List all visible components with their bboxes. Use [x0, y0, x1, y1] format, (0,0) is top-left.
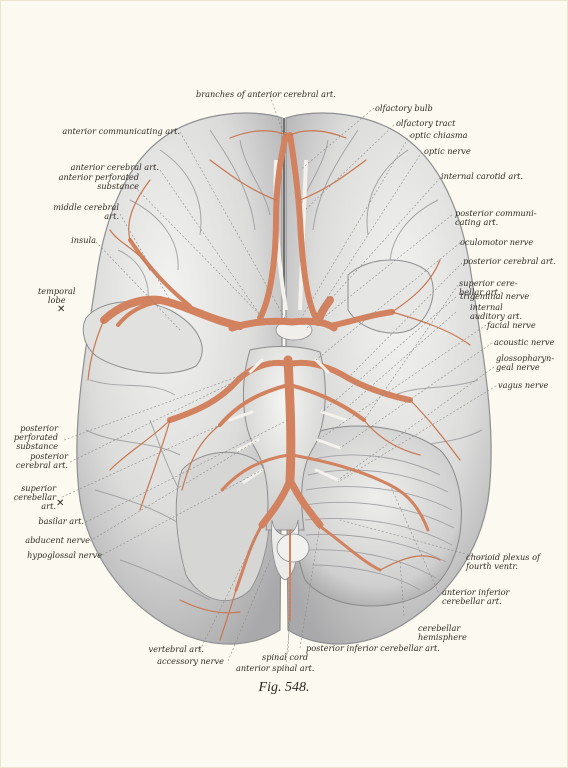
- label-spinal-cord: spinal cord: [262, 653, 308, 662]
- label-hypoglossal-nerve: hypoglossal nerve: [27, 551, 102, 560]
- leader-lines: [61, 95, 497, 667]
- label-olfactory-bulb: olfactory bulb: [375, 104, 433, 113]
- figure-caption: Fig. 548.: [258, 680, 310, 695]
- label-optic-nerve: optic nerve: [424, 147, 471, 156]
- label-accessory-nerve: accessory nerve: [157, 657, 224, 666]
- label-line: anterior cerebral art.: [70, 162, 159, 172]
- label-line: optic nerve: [424, 146, 471, 156]
- label-oculomotor-nerve: oculomotor nerve: [460, 238, 533, 247]
- label-line: bellar art.: [459, 287, 501, 297]
- label-glossopharyngeal-nerve: glossopharyn-geal nerve: [496, 354, 554, 372]
- label-line: posterior communi-: [455, 208, 537, 218]
- label-line: vagus nerve: [498, 380, 549, 390]
- label-line: temporal: [38, 286, 76, 296]
- arterial-branches: [87, 130, 471, 641]
- label-internal-carotid: internal carotid art.: [441, 172, 523, 181]
- arteries: [100, 132, 430, 621]
- label-branches-anterior-cerebral: branches of anterior cerebral art.: [196, 90, 336, 99]
- sulci: [85, 129, 483, 601]
- cranial-nerves: [228, 358, 348, 484]
- label-line: anterior inferior: [442, 587, 510, 597]
- label-line: olfactory tract: [396, 118, 456, 128]
- label-line: internal: [470, 302, 503, 312]
- label-line: fourth ventr.: [466, 561, 518, 571]
- label-line: cerebellar: [13, 492, 56, 502]
- cerebellum: [292, 425, 462, 607]
- label-line: auditory art.: [470, 311, 523, 321]
- label-line: posterior: [30, 451, 68, 461]
- right-temporal-pole: [347, 259, 434, 334]
- label-line: posterior inferior cerebellar art.: [306, 643, 440, 653]
- label-line: hypoglossal nerve: [27, 550, 102, 560]
- label-basilar: basilar art.: [38, 517, 84, 526]
- label-line: art.: [104, 211, 119, 221]
- label-trigeminal-nerve: trigeminal nerve: [460, 292, 529, 301]
- label-line: middle cerebral: [53, 202, 119, 212]
- label-line: acoustic nerve: [494, 337, 555, 347]
- label-line: superior cere-: [459, 278, 518, 288]
- label-anterior-communicating: anterior communicating art.: [62, 127, 180, 136]
- label-line: oculomotor nerve: [460, 237, 534, 247]
- label-acoustic-nerve: acoustic nerve: [494, 338, 554, 347]
- label-line: olfactory bulb: [375, 103, 433, 113]
- label-line: anterior spinal art.: [236, 663, 315, 673]
- label-line: posterior: [20, 423, 58, 433]
- label-line: facial nerve: [487, 320, 536, 330]
- label-line: cating art.: [455, 217, 499, 227]
- label-line: abducent nerve: [25, 535, 90, 545]
- label-line: trigeminal nerve: [460, 291, 530, 301]
- label-line: posterior cerebral art.: [463, 256, 556, 266]
- label-line: cerebellar: [418, 623, 461, 633]
- label-posterior-inferior-cerebellar: posterior inferior cerebellar art.: [306, 644, 440, 653]
- label-line: cerebellar art.: [442, 596, 502, 606]
- label-insula: insula: [71, 236, 96, 245]
- label-posterior-communicating: posterior communi-cating art.: [455, 209, 536, 227]
- label-olfactory-tract: olfactory tract: [396, 119, 455, 128]
- label-line: anterior communicating art.: [62, 126, 180, 136]
- label-facial-nerve: facial nerve: [487, 321, 536, 330]
- label-line: internal carotid art.: [441, 171, 524, 181]
- label-line: cerebral art.: [15, 460, 68, 470]
- label-line: geal nerve: [496, 362, 540, 372]
- superior-cerebellar-marker: ✕: [56, 498, 65, 509]
- label-vertebral: vertebral art.: [149, 645, 204, 654]
- label-line: substance: [16, 441, 58, 451]
- label-superior-cerebellar-right: superior cere-bellar art.: [459, 279, 518, 297]
- label-line: vertebral art.: [148, 644, 204, 654]
- label-posterior-cerebral-right: posterior cerebral art.: [463, 257, 556, 266]
- label-line: glossopharyn-: [496, 353, 555, 363]
- label-anterior-spinal: anterior spinal art.: [236, 664, 314, 673]
- label-line: hemisphere: [418, 632, 467, 642]
- label-line: basilar art.: [38, 516, 84, 526]
- label-vagus-nerve: vagus nerve: [498, 381, 548, 390]
- label-line: chorioid plexus of: [466, 552, 541, 562]
- label-line: perforated: [13, 432, 58, 442]
- label-anterior-cerebral: anterior cerebral art.: [71, 163, 159, 172]
- label-line: anterior perforated: [58, 172, 139, 182]
- label-line: substance: [97, 181, 139, 191]
- label-line: insula: [71, 235, 96, 245]
- label-line: superior: [21, 483, 56, 493]
- temporal-lobe-marker: ✕: [57, 304, 66, 315]
- label-line: art.: [41, 501, 56, 511]
- label-abducent-nerve: abducent nerve: [25, 536, 90, 545]
- label-line: lobe: [47, 295, 66, 305]
- label-line: optic chiasma: [410, 130, 468, 140]
- label-line: branches of anterior cerebral art.: [196, 89, 336, 99]
- label-optic-chiasma: optic chiasma: [410, 131, 467, 140]
- label-line: accessory nerve: [157, 656, 224, 666]
- label-line: spinal cord: [262, 652, 309, 662]
